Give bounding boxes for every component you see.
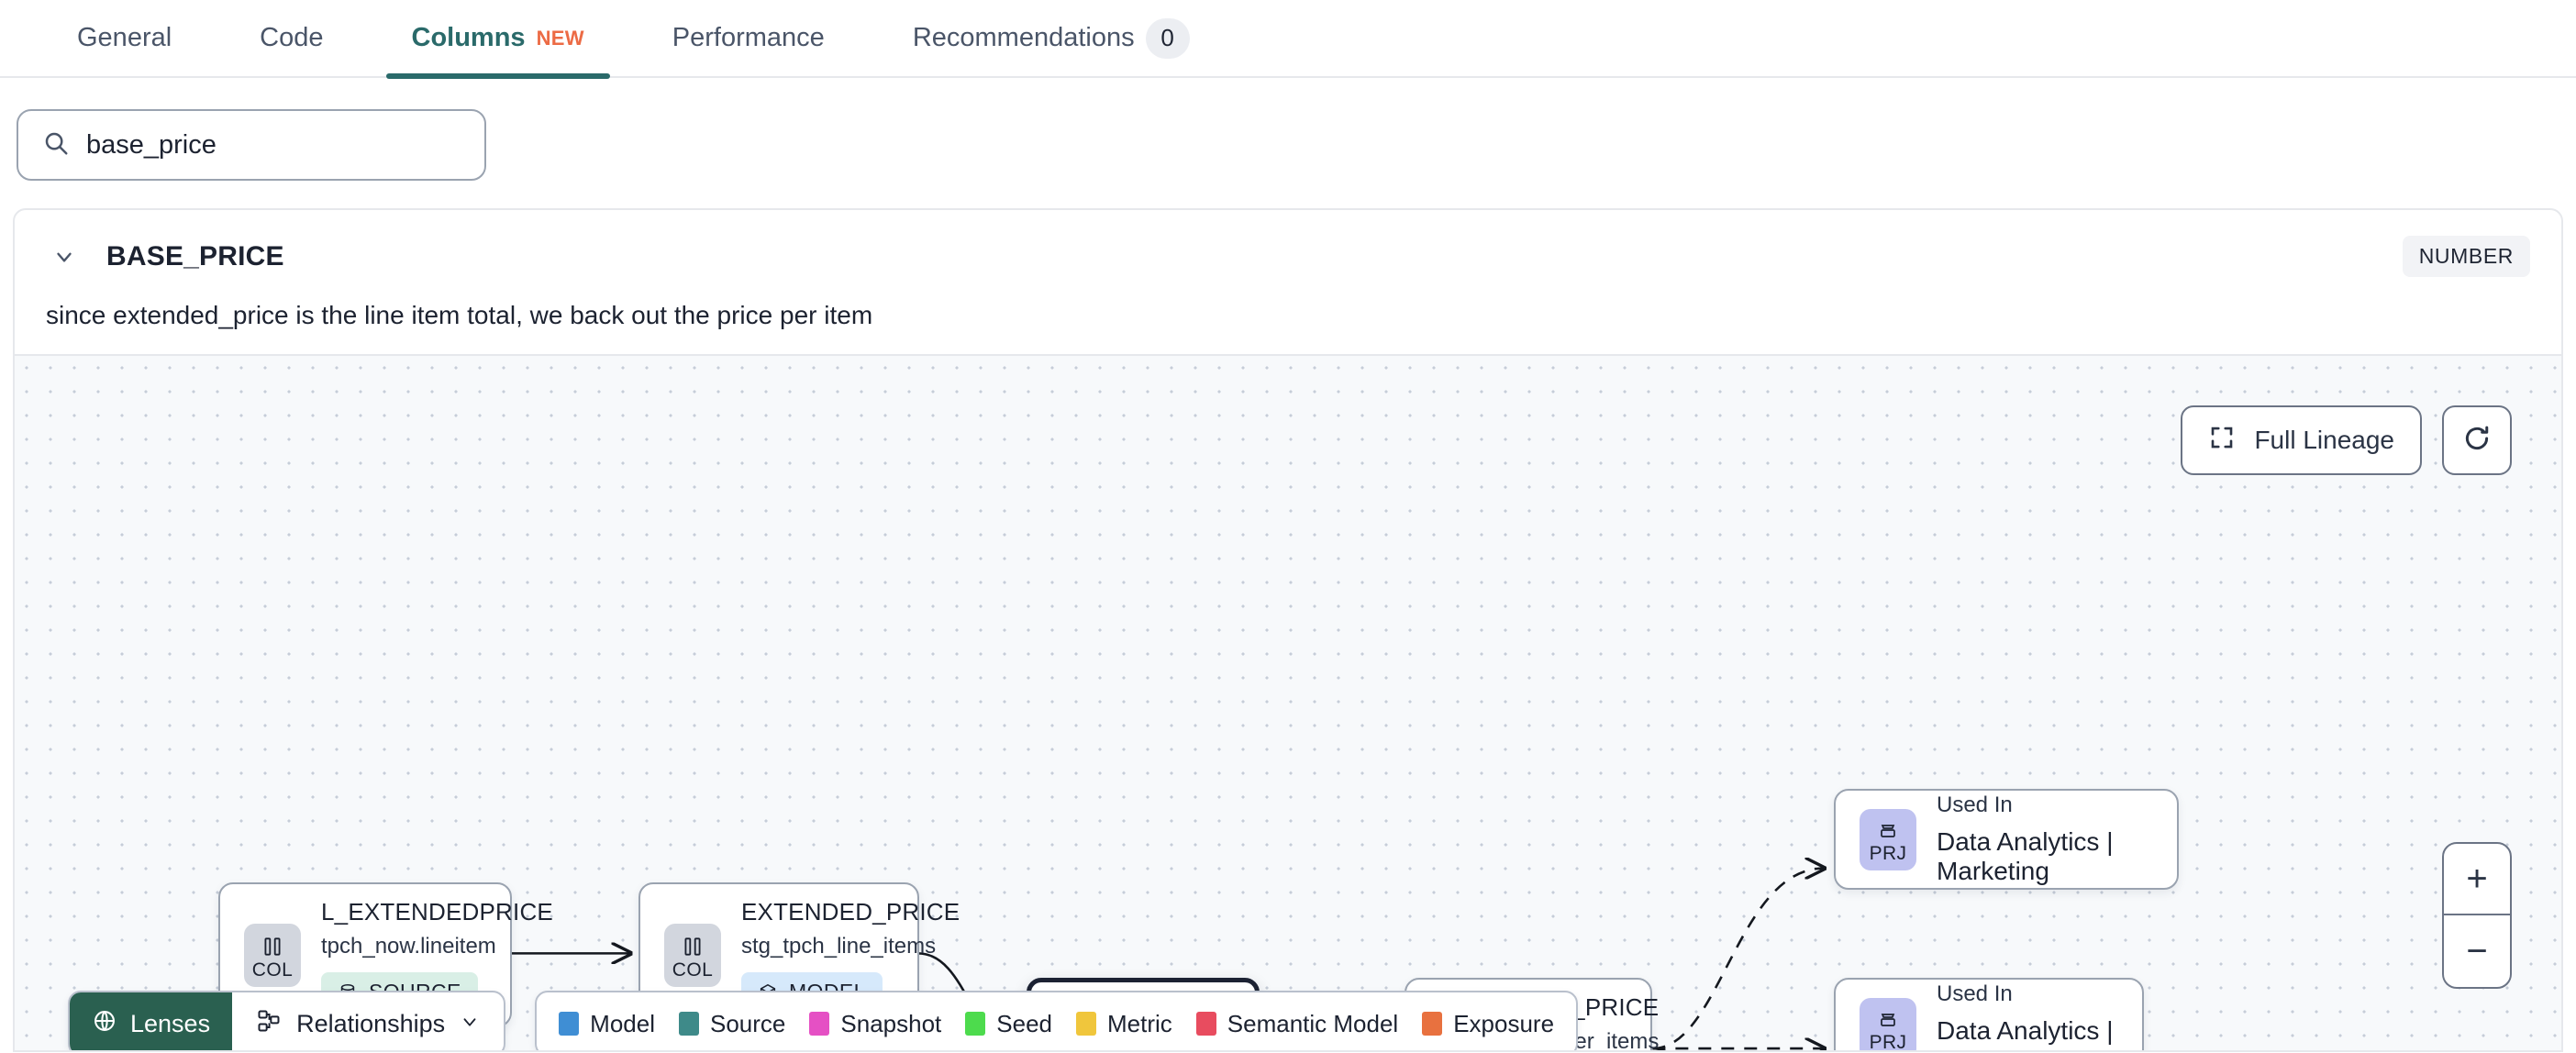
legend-swatch [1195, 1012, 1216, 1036]
used-in-kicker: Used In [1937, 981, 2013, 1006]
expand-icon [2208, 424, 2236, 458]
relationships-dropdown[interactable]: Relationships [232, 992, 504, 1050]
zoom-in-button[interactable]: + [2444, 844, 2510, 915]
column-header: BASE_PRICE NUMBER [15, 210, 2561, 286]
tab-performance[interactable]: Performance [647, 0, 850, 77]
chevron-down-icon[interactable] [46, 238, 83, 275]
node-body: Used In Data Analytics | Marketing [1937, 793, 2153, 886]
lenses-button[interactable]: Lenses [70, 992, 233, 1050]
lenses-label: Lenses [130, 1009, 211, 1037]
legend-label: Source [710, 1009, 786, 1037]
node-name: L_EXTENDEDPRICE [321, 898, 553, 926]
legend-swatch [679, 1012, 699, 1036]
refresh-icon [2461, 423, 2493, 459]
legend-item-exposure: Exposure [1422, 1010, 1554, 1038]
column-description: since extended_price is the line item to… [46, 301, 873, 329]
new-badge: NEW [536, 26, 584, 50]
prj-chip: PRJ [1860, 997, 1916, 1052]
legend-item-metric: Metric [1076, 1010, 1172, 1038]
chip-label: COL [251, 959, 294, 981]
legend-swatch [809, 1012, 830, 1036]
legend-item-seed: Seed [965, 1010, 1052, 1038]
node-subtitle: tpch_now.lineitem [321, 934, 496, 959]
legend-label: Metric [1107, 1009, 1172, 1037]
tab-label: General [77, 23, 172, 52]
chip-label: PRJ [1869, 842, 1907, 864]
recommendations-count-badge: 0 [1145, 17, 1190, 59]
legend-swatch [1076, 1012, 1096, 1036]
search-input[interactable] [86, 129, 461, 161]
column-icon [684, 937, 701, 956]
column-type-badge: NUMBER [2402, 236, 2530, 277]
column-detail-panel: BASE_PRICE NUMBER since extended_price i… [13, 208, 2563, 1052]
relationships-icon [256, 1008, 282, 1040]
tab-general[interactable]: General [51, 0, 197, 77]
graph-bottom-toolbar: Lenses Relationships [68, 991, 1579, 1050]
legend-swatch [559, 1012, 580, 1036]
tab-recommendations[interactable]: Recommendations 0 [887, 0, 1216, 77]
tab-label: Recommendations [912, 23, 1135, 52]
tab-code[interactable]: Code [234, 0, 349, 77]
lineage-node-used-in-sales[interactable]: PRJ Used In Data Analytics | Sales [1834, 978, 2144, 1052]
legend-swatch [965, 1012, 986, 1036]
search-icon [42, 129, 70, 161]
legend-label: Exposure [1453, 1009, 1555, 1037]
col-chip: COL [664, 923, 721, 987]
full-lineage-label: Full Lineage [2254, 426, 2394, 454]
refresh-button[interactable] [2442, 405, 2512, 475]
legend-label: Model [590, 1009, 655, 1037]
zoom-out-button[interactable]: − [2466, 930, 2488, 971]
lenses-relationships-group: Lenses Relationships [68, 991, 506, 1050]
used-in-kicker: Used In [1937, 793, 2013, 817]
chip-label: COL [672, 959, 714, 981]
column-name: BASE_PRICE [106, 240, 284, 272]
tab-bar: General Code Columns NEW Performance Rec… [0, 0, 2576, 79]
col-chip: COL [244, 923, 301, 987]
chevron-down-icon [460, 1010, 480, 1038]
search-section [0, 78, 2576, 208]
lens-icon [92, 1008, 117, 1040]
used-in-name: Data Analytics | Sales [1937, 1016, 2114, 1050]
lineage-node-used-in-marketing[interactable]: PRJ Used In Data Analytics | Marketing [1834, 789, 2179, 890]
legend-label: Semantic Model [1227, 1009, 1399, 1037]
column-icon [264, 937, 281, 956]
legend-swatch [1422, 1012, 1443, 1036]
legend-item-semantic-model: Semantic Model [1195, 1009, 1399, 1038]
used-in-name: Data Analytics | Marketing [1937, 827, 2114, 885]
node-type-legend: Model Source Snapshot Seed Metric [535, 991, 1579, 1050]
node-subtitle: stg_tpch_line_items [741, 934, 937, 959]
tab-columns[interactable]: Columns NEW [385, 0, 611, 79]
node-name: EXTENDED_PRICE [741, 898, 960, 926]
full-lineage-button[interactable]: Full Lineage [2181, 405, 2422, 475]
relationships-label: Relationships [296, 1009, 446, 1037]
legend-label: Seed [996, 1009, 1052, 1037]
node-body: Used In Data Analytics | Sales [1937, 981, 2118, 1050]
legend-item-source: Source [679, 1010, 785, 1038]
search-box[interactable] [17, 109, 486, 181]
chip-label: PRJ [1869, 1031, 1907, 1052]
project-icon [1881, 1013, 1895, 1026]
legend-item-model: Model [559, 1010, 655, 1038]
legend-label: Snapshot [840, 1009, 942, 1037]
prj-chip: PRJ [1860, 808, 1916, 870]
legend-item-snapshot: Snapshot [809, 1010, 941, 1038]
zoom-controls: + − [2442, 842, 2512, 989]
graph-top-controls: Full Lineage [2181, 405, 2512, 475]
lineage-canvas[interactable]: COL L_EXTENDEDPRICE tpch_now.lineitem SO… [15, 354, 2561, 1052]
tab-label: Performance [672, 23, 825, 52]
tab-label: Code [260, 23, 324, 52]
project-icon [1881, 824, 1895, 837]
tab-label: Columns [411, 23, 526, 52]
